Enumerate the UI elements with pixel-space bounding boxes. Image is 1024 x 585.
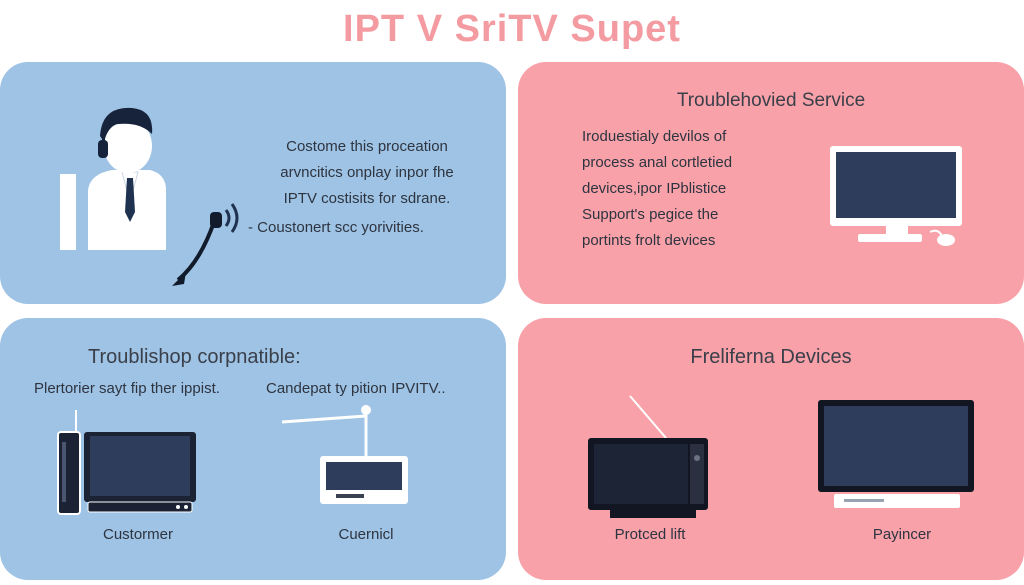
panel2-line: Iroduestialy devilos of — [582, 128, 727, 145]
panel-troubleshoot-compatible: Troublishop corpnatible: Plertorier sayt… — [0, 318, 506, 580]
panel-customer-support: Costome this proceation arvncitics onpla… — [0, 62, 506, 304]
panel2-line: devices,ipor IPblistice — [582, 180, 727, 197]
panel1-line: Costome this proceation — [286, 138, 448, 155]
panel2-line: process anal cortletied — [582, 154, 733, 171]
panel2-line: Support's pegice the — [582, 206, 719, 223]
panel4-caption: Protced lift — [614, 526, 686, 543]
signal-icon — [224, 209, 231, 227]
panel1-note: - Coustonert scc yorivities. — [248, 219, 424, 236]
panel3-left-label: Plertorier sayt fip ther ippist. — [34, 380, 220, 397]
panel1-line: arvncitics onplay inpor fhe — [280, 164, 454, 181]
support-agent-illustration — [60, 107, 239, 286]
monitor-illustration — [830, 146, 962, 246]
panel3-caption: Cuernicl — [338, 526, 394, 543]
agent-head — [104, 119, 152, 173]
panel3-caption: Custormer — [102, 526, 173, 543]
page-title: IPT V SriTV Supet — [343, 8, 681, 50]
panel2-line: portints frolt devices — [582, 232, 716, 249]
headset-icon — [98, 140, 108, 158]
desk-post — [60, 174, 76, 250]
panel3-heading: Troublishop corpnatible: — [88, 346, 301, 368]
tie — [125, 178, 135, 222]
panel4-heading: Frelifernа Devices — [690, 346, 852, 368]
antenna-icon — [281, 414, 367, 424]
panel2-heading: Troublehovied Service — [676, 90, 866, 111]
panel4-caption: Payincer — [872, 526, 932, 543]
phone-cord — [176, 221, 216, 282]
keyboard-icon — [858, 234, 922, 242]
panel1-line: IPTV costisits for sdrane. — [283, 190, 451, 207]
router-icon — [57, 431, 81, 515]
antenna-icon — [629, 395, 667, 439]
tv-devices-illustration — [588, 395, 974, 518]
panel-preferred-devices: Frelifernа Devices Protced lift Payincer — [518, 318, 1024, 580]
panel-troubleshoot-service: Troublehovied Service Iroduestialy devil… — [518, 62, 1024, 304]
set-top-box-icon — [834, 494, 960, 508]
panel3-right-label: Candepat ty pition IPVITV.. — [266, 380, 446, 397]
agent-hair — [100, 107, 153, 142]
devices-illustration — [57, 405, 408, 515]
mouse-icon — [937, 234, 955, 246]
